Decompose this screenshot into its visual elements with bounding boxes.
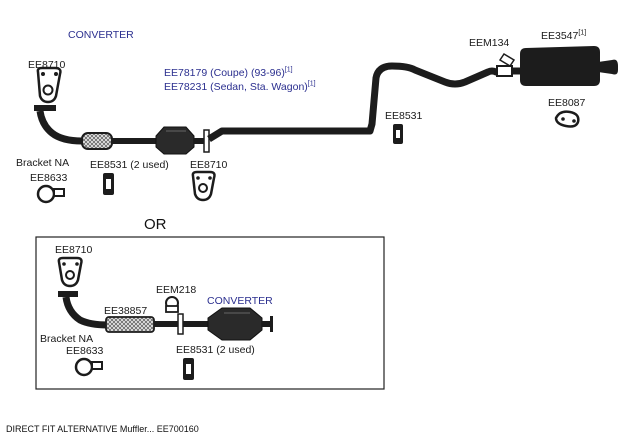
bracket-clamp-icon [36, 184, 65, 204]
muffler-icon [520, 46, 618, 86]
bracket-clamp-icon [74, 357, 103, 377]
front-pipe [58, 291, 109, 329]
part-label-ee8531-2used: EE8531 (2 used) [90, 159, 169, 171]
catalytic-converter-icon [155, 126, 195, 155]
bracket-na-label: Bracket NA [16, 157, 70, 169]
front-pipe [34, 105, 96, 145]
flange-gasket-icon [57, 256, 83, 288]
part-label-ee8531: EE8531 [385, 110, 423, 122]
alt-bracket-na-label: Bracket NA [40, 333, 94, 345]
hanger-bracket-icon [103, 173, 114, 195]
footer-note: DIRECT FIT ALTERNATIVE Muffler... EE7001… [6, 424, 199, 434]
pipe-coupe-label: EE78179 (Coupe) (93-96)[1] [164, 66, 293, 80]
hanger-bracket-icon [183, 358, 194, 380]
muffler-label: EE3547[1] [541, 29, 587, 43]
rubber-hanger-icon [554, 110, 580, 128]
pipe-sedan-label: EE78231 (Sedan, Sta. Wagon)[1] [164, 80, 316, 94]
pipe-clamp-icon [496, 52, 516, 77]
flange-gasket-icon [191, 170, 216, 202]
alt-converter-label: CONVERTER [207, 295, 273, 307]
alt-part-label-ee8710: EE8710 [55, 244, 93, 256]
hanger-bracket-icon [393, 124, 403, 144]
part-label-ee8633: EE8633 [30, 172, 68, 184]
flange-gasket-icon [36, 66, 62, 104]
catalytic-converter-icon [207, 307, 263, 341]
converter-label: CONVERTER [68, 29, 134, 41]
part-label-ee8087: EE8087 [548, 97, 586, 109]
alt-part-label-ee38857: EE38857 [104, 305, 148, 317]
alt-part-label-ee8531: EE8531 (2 used) [176, 344, 255, 356]
or-label: OR [144, 216, 167, 233]
pipe-clamp-icon [165, 296, 179, 313]
alt-part-label-eem218: EEM218 [156, 284, 197, 296]
part-label-ee8710-mid: EE8710 [190, 159, 228, 171]
flex-pipe-icon [81, 132, 113, 150]
alt-part-label-ee8633: EE8633 [66, 345, 104, 357]
part-label-eem134: EEM134 [469, 37, 510, 49]
part-label-ee8710: EE8710 [28, 59, 66, 71]
alternative-box [35, 236, 385, 390]
flex-pipe-icon [105, 316, 155, 333]
intermediate-pipe [207, 62, 506, 142]
